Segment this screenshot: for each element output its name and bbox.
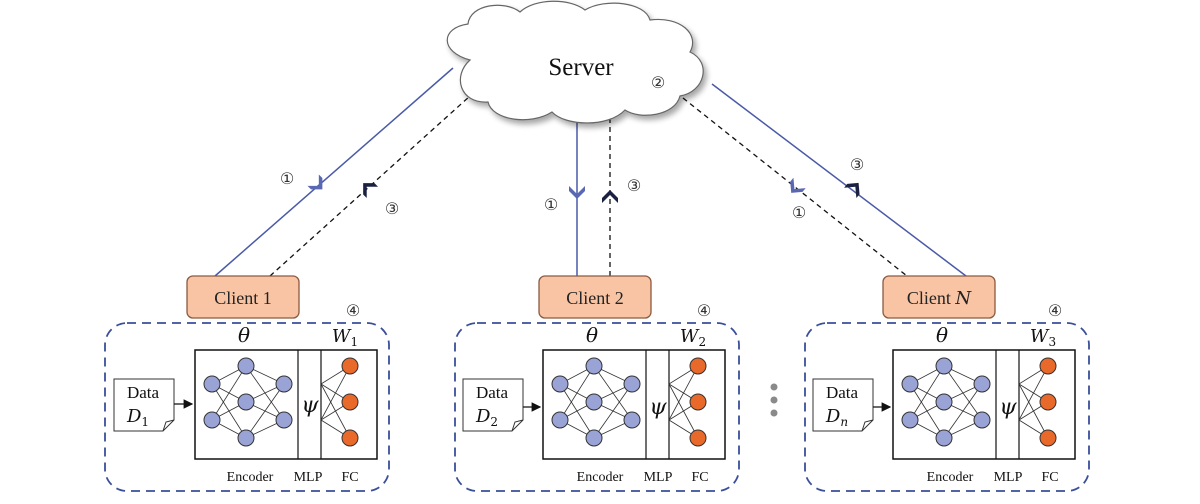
- mlp-label: MLP: [294, 470, 323, 485]
- client-n-box: [882, 275, 996, 319]
- encoder-param: θ: [936, 323, 948, 347]
- step-markers: ① ③ ① ③ ① ③: [280, 155, 864, 222]
- data-document-icon: [462, 378, 524, 432]
- mlp-psi: ψ: [301, 393, 319, 418]
- direction-arrows: [307, 174, 860, 203]
- download-link-client-1: [214, 67, 454, 277]
- chevron-down-icon: [790, 177, 806, 193]
- step-3-marker: ③: [850, 155, 864, 174]
- mlp-psi: ψ: [999, 395, 1017, 420]
- chevron-up-icon: [363, 183, 379, 199]
- chevron-down-icon: [307, 174, 323, 190]
- step-1-marker: ①: [280, 169, 294, 188]
- encoder-label: Encoder: [227, 470, 274, 485]
- client-2-box: [538, 275, 652, 319]
- data-symbol: D1: [126, 406, 149, 429]
- more-clients-ellipsis: [770, 383, 778, 417]
- step-4-marker: ④: [1048, 301, 1062, 320]
- client-n-group: Client N ④ Data Dn θ W3 ψ: [804, 275, 1090, 492]
- data-label: Data: [826, 383, 859, 402]
- server-label: Server: [548, 54, 614, 81]
- step-4-marker: ④: [346, 301, 360, 320]
- client-1-label: Client 1: [214, 288, 272, 308]
- encoder-label: Encoder: [577, 470, 624, 485]
- server-cloud: [446, 0, 704, 124]
- data-symbol: D2: [475, 406, 498, 429]
- fc-label: FC: [691, 470, 708, 485]
- data-document-icon: [812, 378, 874, 432]
- data-label: Data: [476, 383, 509, 402]
- step-3-marker: ③: [627, 176, 641, 195]
- fc-nodes: [341, 357, 359, 447]
- data-symbol: Dn: [825, 406, 848, 429]
- cloud-icon: [446, 0, 704, 124]
- mlp-label: MLP: [994, 470, 1023, 485]
- fc-param: W2: [680, 326, 706, 349]
- mlp-label: MLP: [644, 470, 673, 485]
- fc-nodes: [1039, 357, 1057, 447]
- fc-param: W3: [1030, 326, 1056, 349]
- step-3-marker: ③: [385, 199, 399, 218]
- download-link-client-n: [682, 97, 908, 277]
- client-1-box: [186, 275, 300, 319]
- encoder-param: θ: [586, 323, 598, 347]
- encoder-param: θ: [238, 323, 250, 347]
- fc-param: W1: [332, 326, 358, 349]
- client-1-local-frame: [104, 322, 390, 492]
- step-1-marker: ①: [792, 203, 806, 222]
- encoder-nodes: [203, 357, 293, 447]
- client-2-label: Client 2: [566, 288, 624, 308]
- client-2-group: Client 2 ④ Data D2 θ W2 ψ: [454, 275, 740, 492]
- data-document-icon: [113, 378, 175, 432]
- mlp-psi: ψ: [649, 395, 667, 420]
- chevron-up-icon: [844, 182, 860, 199]
- links: [214, 67, 967, 277]
- client-2-local-frame: [454, 322, 740, 492]
- chevron-down-icon: [569, 186, 585, 199]
- chevron-up-icon: [602, 190, 618, 203]
- upload-link-client-n: [711, 83, 967, 277]
- fc-label: FC: [1041, 470, 1058, 485]
- encoder-nodes: [551, 357, 641, 447]
- client-n-label: Client N: [907, 288, 973, 309]
- step-4-marker: ④: [697, 301, 711, 320]
- fc-label: FC: [341, 470, 358, 485]
- fc-nodes: [689, 357, 707, 447]
- step-1-marker: ①: [544, 195, 558, 214]
- encoder-nodes: [901, 357, 991, 447]
- data-label: Data: [127, 383, 160, 402]
- client-n-local-frame: [804, 322, 1090, 492]
- client-1-group: Client 1 ④ Data D1 θ W1 ψ: [104, 275, 390, 492]
- step-2-marker: ②: [651, 73, 665, 92]
- encoder-label: Encoder: [927, 470, 974, 485]
